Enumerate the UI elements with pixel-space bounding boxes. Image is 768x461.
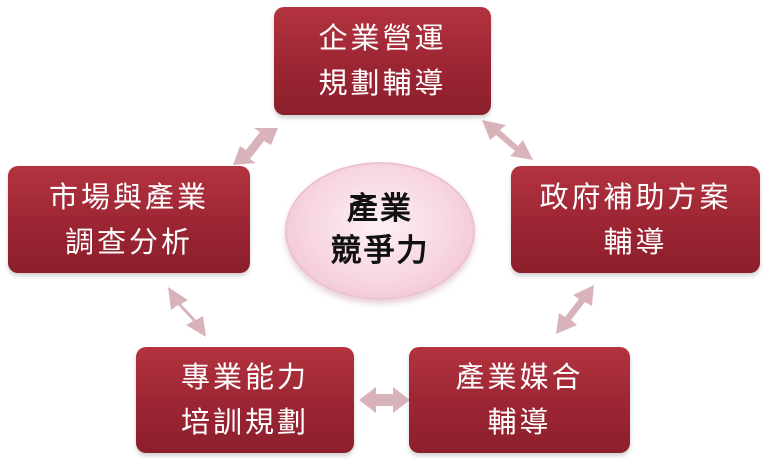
node-label-line2: 輔導: [603, 224, 668, 259]
node-label-line1: 專業能力: [180, 360, 309, 395]
arrow-bottomleft-bottomright: [359, 387, 410, 413]
arrow-top-right: [482, 120, 533, 160]
node-label-line2: 調查分析: [64, 224, 193, 259]
node-professional-training-planning: 專業能力 培訓規劃: [136, 347, 354, 453]
node-label-line1: 企業營運: [318, 21, 447, 56]
node-market-industry-research: 市場與產業 調查分析: [8, 166, 250, 273]
node-government-subsidy-guidance: 政府補助方案 輔導: [511, 166, 760, 273]
node-label-line2: 培訓規劃: [180, 405, 309, 439]
center-label-line1: 產業: [347, 191, 413, 228]
arrow-top-left: [233, 128, 278, 165]
node-business-operation-planning: 企業營運 規劃輔導: [274, 7, 491, 115]
arrow-right-bottomright: [556, 285, 594, 334]
center-label-line2: 競爭力: [330, 233, 430, 269]
node-label-line1: 市場與產業: [48, 179, 209, 214]
node-label-line1: 政府補助方案: [539, 179, 732, 214]
node-label-line2: 輔導: [487, 405, 552, 439]
node-label-line2: 規劃輔導: [318, 66, 447, 100]
node-label-line1: 產業媒合: [455, 360, 584, 395]
center-industry-competitiveness: 產業 競爭力: [285, 162, 475, 300]
node-industry-matching-guidance: 產業媒合 輔導: [409, 347, 630, 453]
arrow-left-bottomleft: [168, 287, 206, 337]
